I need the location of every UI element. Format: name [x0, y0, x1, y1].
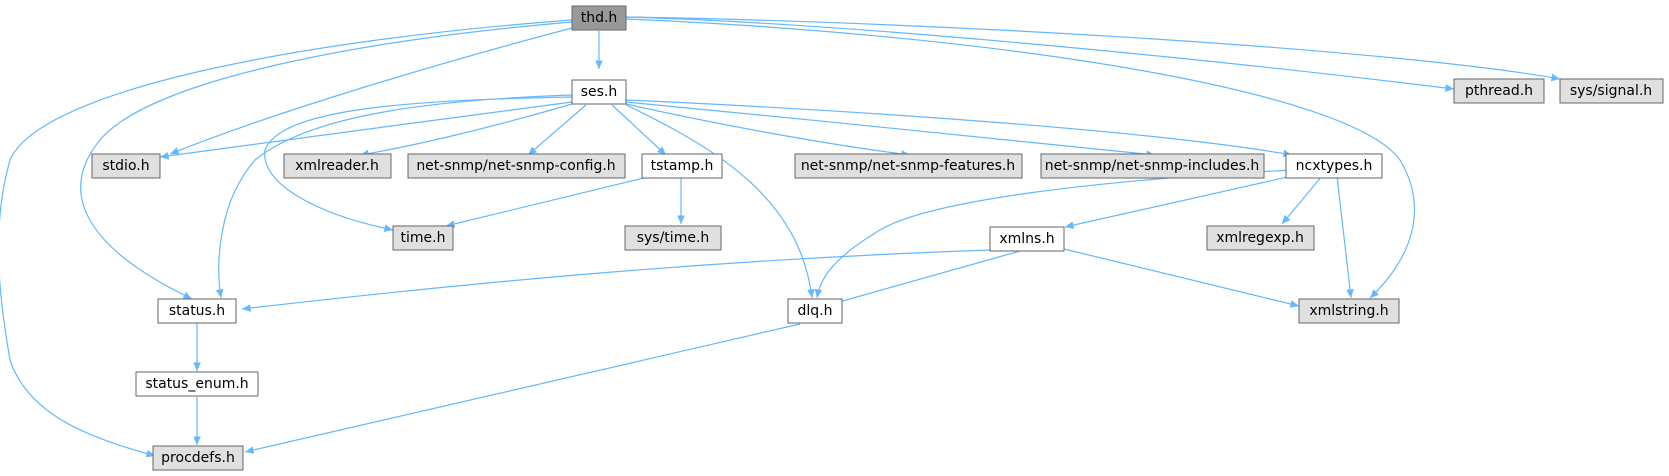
edge-ses-config: [527, 104, 587, 156]
node-label: xmlreader.h: [295, 158, 379, 174]
edge-ses-xmlreader: [359, 103, 573, 158]
edge-ncxtypes-dlq: [814, 169, 1293, 299]
node-label: xmlregexp.h: [1216, 230, 1304, 246]
edge-thd-procdefs: [0, 19, 573, 458]
node-label: pthread.h: [1465, 83, 1533, 99]
node-time-h[interactable]: time.h: [392, 225, 454, 251]
edge-thd-xmlstring: [625, 18, 1415, 299]
edge-thd-stdio: [169, 27, 573, 155]
node-label: net-snmp/net-snmp-features.h: [801, 158, 1015, 174]
node-ses-h[interactable]: ses.h: [571, 79, 627, 105]
edge-ses-includes: [625, 101, 1156, 158]
edge-ncxtypes-xmlstring: [1336, 175, 1354, 299]
node-net-snmp-config-h[interactable]: net-snmp/net-snmp-config.h: [407, 153, 626, 179]
node-label: net-snmp/net-snmp-includes.h: [1045, 158, 1260, 174]
edge-ses-time: [264, 96, 573, 233]
edge-ses-stdio: [159, 101, 573, 160]
edge-ses-ncxtypes: [625, 99, 1293, 158]
node-pthread-h[interactable]: pthread.h: [1453, 78, 1545, 104]
node-xmlregexp-h[interactable]: xmlregexp.h: [1206, 225, 1315, 251]
edge-thd-pthread: [625, 16, 1455, 92]
node-label: ses.h: [581, 84, 618, 100]
edge-xmlns-dlq: [831, 250, 1021, 306]
edge-layer: [0, 16, 1561, 458]
node-label: time.h: [401, 230, 446, 246]
edge-tstamp-time: [445, 173, 661, 228]
node-ncxtypes-h[interactable]: ncxtypes.h: [1285, 153, 1383, 179]
edge-dlq-procdefs: [244, 323, 801, 454]
node-tstamp-h[interactable]: tstamp.h: [641, 153, 723, 179]
edge-thd-signal: [625, 16, 1561, 82]
node-procdefs-h[interactable]: procdefs.h: [152, 445, 244, 471]
node-xmlstring-h[interactable]: xmlstring.h: [1298, 298, 1400, 324]
node-label: xmlns.h: [999, 231, 1054, 247]
node-xmlns-h[interactable]: xmlns.h: [989, 226, 1065, 252]
edge-ncxtypes-xmlregexp: [1281, 175, 1323, 225]
node-stdio-h[interactable]: stdio.h: [91, 153, 161, 179]
node-net-snmp-includes-h[interactable]: net-snmp/net-snmp-includes.h: [1040, 153, 1265, 179]
node-label: procdefs.h: [161, 450, 235, 466]
node-label: stdio.h: [102, 158, 149, 174]
node-label: thd.h: [581, 10, 618, 26]
node-dlq-h[interactable]: dlq.h: [787, 298, 843, 324]
node-status-enum-h[interactable]: status_enum.h: [135, 371, 259, 397]
node-sys-signal-h[interactable]: sys/signal.h: [1559, 78, 1664, 104]
edge-ses-dlq: [625, 104, 815, 299]
node-label: sys/signal.h: [1570, 83, 1652, 99]
node-label: net-snmp/net-snmp-config.h: [416, 158, 615, 174]
node-label: status.h: [169, 303, 225, 319]
node-xmlreader-h[interactable]: xmlreader.h: [283, 153, 392, 179]
edge-xmlns-status: [241, 249, 991, 312]
edge-ses-features: [625, 103, 911, 158]
node-label: ncxtypes.h: [1296, 158, 1373, 174]
node-sys-time-h[interactable]: sys/time.h: [624, 225, 722, 251]
node-label: dlq.h: [798, 303, 833, 319]
node-status-h[interactable]: status.h: [157, 298, 237, 324]
node-label: xmlstring.h: [1309, 303, 1388, 319]
node-layer: thd.h ses.h pthread.h sys/signal.h stdio…: [91, 5, 1664, 471]
node-label: tstamp.h: [651, 158, 714, 174]
node-label: sys/time.h: [637, 230, 710, 246]
edge-thd-status: [80, 21, 573, 300]
node-label: status_enum.h: [145, 376, 248, 392]
edge-ncxtypes-xmlns: [1064, 175, 1293, 229]
node-thd-h[interactable]: thd.h: [571, 5, 627, 31]
edge-ses-tstamp: [611, 104, 667, 156]
node-net-snmp-features-h[interactable]: net-snmp/net-snmp-features.h: [794, 153, 1023, 179]
edge-xmlns-xmlstring: [1063, 248, 1300, 308]
edge-ses-status: [215, 94, 573, 299]
